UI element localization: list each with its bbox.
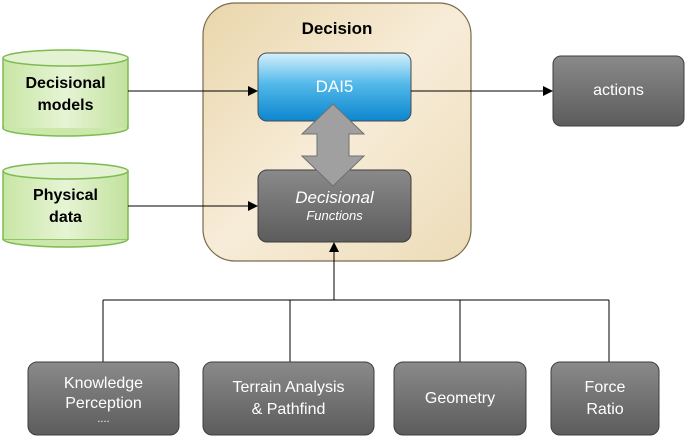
- functions-line2: Functions: [306, 208, 363, 224]
- bidirectional-arrow-icon: [300, 103, 366, 187]
- terrain-line1: Terrain Analysis: [232, 378, 345, 396]
- geometry-label: Geometry: [394, 362, 526, 435]
- terrain-line2: & Pathfind: [251, 400, 326, 418]
- decisional-models-line2: models: [37, 97, 94, 114]
- functions-line1: Decisional: [295, 188, 374, 207]
- terrain-analysis-box: [202, 361, 375, 436]
- physical-data-line1: Physical: [33, 187, 98, 205]
- knowledge-line2: Perception: [65, 394, 142, 412]
- force-ratio-box: [550, 361, 660, 436]
- decision-title: Decision: [203, 14, 471, 44]
- geometry-box: [393, 361, 527, 436]
- module-bus: [102, 299, 610, 362]
- actions-box: [552, 55, 685, 127]
- force-line1: Force: [584, 378, 626, 396]
- geometry-line1: Geometry: [424, 389, 496, 407]
- physical-data-label: Physical data: [3, 177, 128, 237]
- decisional-models-line1: Decisional: [25, 75, 106, 93]
- force-ratio-label: Force Ratio: [551, 362, 659, 435]
- actions-label-text: actions: [593, 82, 644, 99]
- knowledge-perception-label: Knowledge Perception ....: [28, 364, 179, 434]
- physical-data-cylinder: [2, 162, 129, 248]
- physical-data-line2: data: [49, 209, 82, 226]
- dai5-label: DAI5: [258, 53, 411, 121]
- knowledge-perception-box: [27, 361, 180, 436]
- dai5-label-text: DAI5: [315, 77, 354, 96]
- decisional-models-cylinder: [2, 49, 129, 137]
- decision-title-text: Decision: [301, 19, 373, 38]
- force-line2: Ratio: [586, 400, 624, 418]
- actions-label: actions: [553, 56, 684, 126]
- decisional-models-label: Decisional models: [3, 64, 128, 126]
- terrain-analysis-label: Terrain Analysis & Pathfind: [203, 362, 374, 435]
- decisional-functions-label: Decisional Functions: [258, 170, 411, 242]
- knowledge-line3: ....: [97, 412, 110, 425]
- knowledge-line1: Knowledge: [63, 374, 144, 392]
